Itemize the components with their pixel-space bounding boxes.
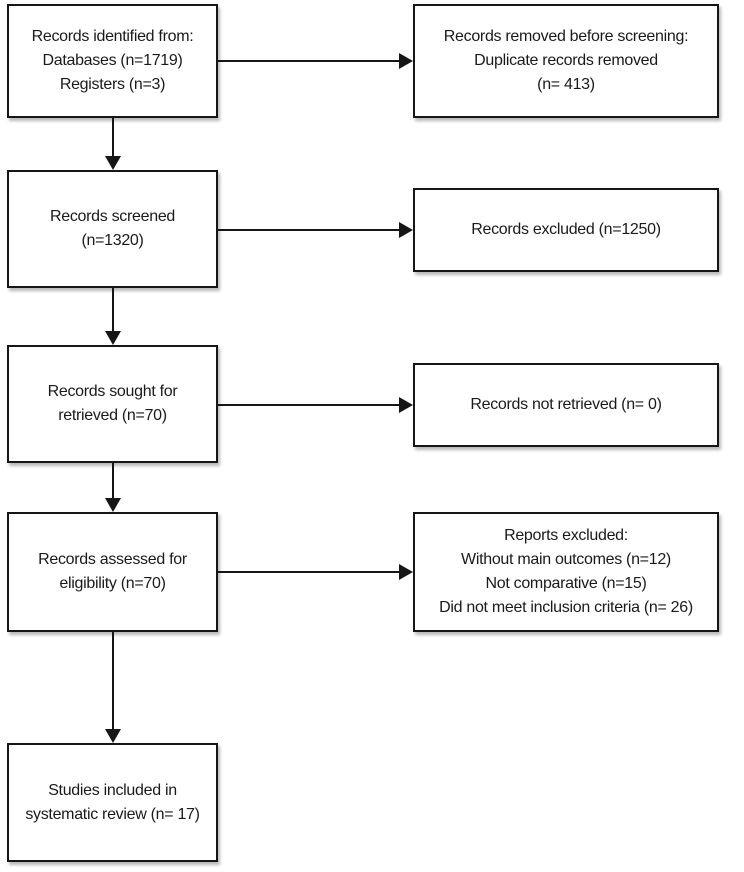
arrowhead-down-icon [105, 729, 121, 743]
arrow-sought-to-assessed [112, 463, 114, 498]
arrow-screened-to-excluded [218, 229, 399, 231]
box-text-line: Not comparative (n=15) [485, 575, 647, 592]
box-records-removed-before-screening: Records removed before screening: Duplic… [413, 4, 719, 118]
box-text-line: systematic review (n= 17) [25, 805, 200, 823]
box-text-line: Records not retrieved (n= 0) [470, 396, 662, 413]
arrowhead-down-icon [105, 156, 121, 170]
box-text-line: Registers (n=3) [59, 76, 166, 93]
box-text-line: Records screened [49, 208, 176, 225]
box-text-line: Databases (n=1719) [42, 52, 183, 69]
arrowhead-down-icon [105, 498, 121, 512]
box-text-line: Records identified from: [31, 28, 194, 45]
arrow-assessed-to-reports-excluded [218, 571, 399, 573]
arrowhead-right-icon [399, 564, 413, 580]
box-text-line: Without main outcomes (n=12) [461, 551, 671, 568]
box-text-line: Records excluded (n=1250) [471, 221, 661, 238]
box-text-line: Reports excluded: [504, 527, 628, 544]
arrow-identified-to-removed [218, 60, 399, 62]
arrowhead-down-icon [105, 331, 121, 345]
arrow-identified-to-screened [112, 118, 114, 156]
box-records-excluded: Records excluded (n=1250) [413, 188, 719, 272]
box-text-line: Records removed before screening: [443, 28, 689, 45]
arrow-screened-to-sought [112, 288, 114, 331]
box-text-line: (n=1320) [81, 232, 144, 249]
box-text-line: Records sought for [47, 383, 178, 400]
box-text-line: Did not meet inclusion criteria (n= 26) [439, 599, 693, 616]
arrowhead-right-icon [399, 397, 413, 413]
box-records-not-retrieved: Records not retrieved (n= 0) [413, 363, 719, 447]
box-records-sought: Records sought for retrieved (n=70) [7, 345, 218, 463]
box-text-line: Records assessed for [38, 551, 187, 568]
box-text-line: Duplicate records removed [474, 52, 658, 69]
box-text-line: eligibility (n=70) [59, 575, 166, 592]
box-records-screened: Records screened (n=1320) [7, 170, 218, 288]
box-records-assessed: Records assessed for eligibility (n=70) [7, 512, 218, 632]
box-studies-included: Studies included in systematic review (n… [7, 743, 218, 862]
box-text-line: (n= 413) [537, 76, 595, 93]
box-reports-excluded: Reports excluded: Without main outcomes … [413, 512, 719, 632]
box-text-line: retrieved (n=70) [58, 407, 167, 424]
arrowhead-right-icon [399, 222, 413, 238]
box-records-identified: Records identified from: Databases (n=17… [7, 4, 218, 118]
box-text-line: Studies included in [48, 781, 177, 799]
arrow-sought-to-not-retrieved [218, 404, 399, 406]
arrowhead-right-icon [399, 53, 413, 69]
arrow-assessed-to-included [112, 632, 114, 729]
